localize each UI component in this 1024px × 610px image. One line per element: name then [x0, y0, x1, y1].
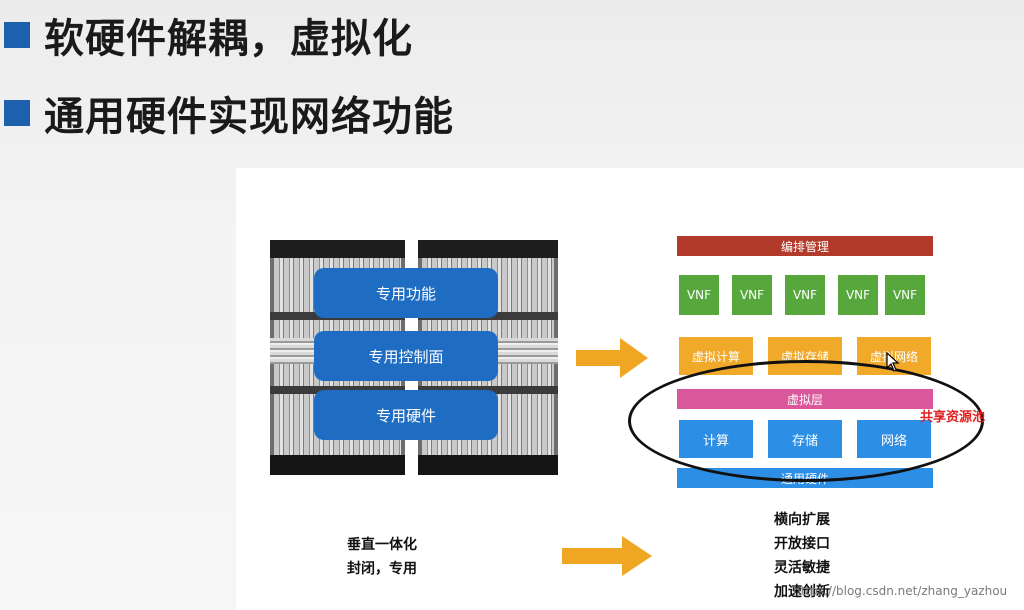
dedicated-control-plane-label: 专用控制面: [314, 331, 498, 381]
bullet-point-1: 软硬件解耦，虚拟化: [4, 6, 413, 64]
bullet-point-2: 通用硬件实现网络功能: [4, 84, 454, 142]
nfv-notes: 横向扩展 开放接口 灵活敏捷 加速创新: [774, 508, 830, 604]
note-line: 封闭，专用: [347, 561, 417, 577]
legacy-notes: 垂直一体化 封闭，专用: [347, 533, 417, 581]
note-line: 垂直一体化: [347, 537, 417, 553]
bullet-text: 软硬件解耦，虚拟化: [44, 16, 413, 62]
arrow-right-icon: [562, 536, 652, 576]
shared-pool-ellipse: [628, 360, 984, 482]
shared-resource-pool-label: 共享资源池: [920, 410, 986, 425]
vnf-block: VNF: [679, 275, 719, 315]
vnf-block: VNF: [785, 275, 825, 315]
vnf-block: VNF: [885, 275, 925, 315]
vnf-block: VNF: [732, 275, 772, 315]
bullet-square-icon: [4, 100, 30, 126]
vnf-block: VNF: [838, 275, 878, 315]
note-line: 灵活敏捷: [774, 560, 830, 576]
mouse-cursor-icon: [886, 352, 900, 372]
bullet-square-icon: [4, 22, 30, 48]
dedicated-hardware-label: 专用硬件: [314, 390, 498, 440]
bullet-text: 通用硬件实现网络功能: [44, 94, 454, 140]
note-line: 横向扩展: [774, 512, 830, 528]
dedicated-function-label: 专用功能: [314, 268, 498, 318]
arrow-right-icon: [576, 338, 648, 378]
watermark-text: https://blog.csdn.net/zhang_yazhou: [793, 584, 1008, 598]
note-line: 加速创新: [774, 584, 830, 600]
orchestration-management-bar: 编排管理: [677, 236, 933, 256]
note-line: 开放接口: [774, 536, 830, 552]
